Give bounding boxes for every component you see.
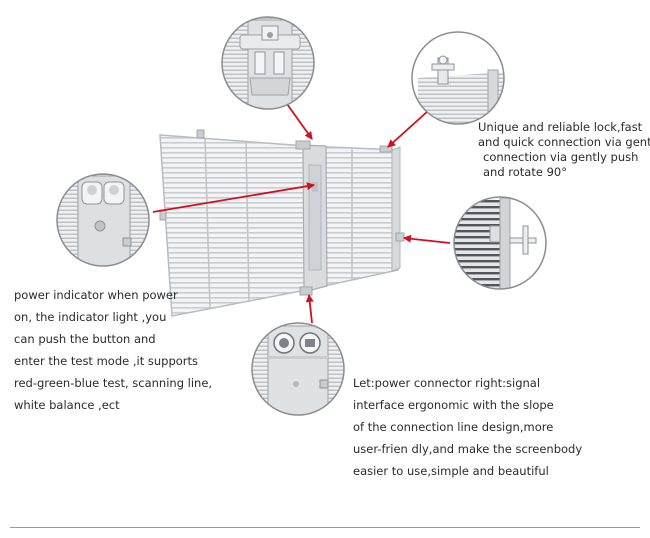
power-description-line: red-green-blue test, scanning line, [14,376,213,390]
arrow-handle [403,234,451,244]
power-description-line: on, the indicator light ,you [14,310,167,324]
callout-arrows [152,103,451,324]
clamp-detail-icon [221,16,315,110]
lock-description-line: and rotate 90° [483,165,567,179]
connector-detail-icon [251,322,345,416]
lock-description: Unique and reliable lock,fast and quick … [478,120,650,180]
lock-description-line: and quick connection via gently [478,135,650,149]
control-box [302,144,328,293]
arrow-connector [305,294,314,324]
power-indicator-description: power indicator when power on, the indic… [14,284,212,416]
indicator-detail-icon [56,173,150,267]
arrow-lock [387,110,429,148]
bottom-divider [10,527,640,528]
connector-description-line: of the connection line design,more [353,420,554,434]
arrow-clamp [286,103,313,140]
connector-description: Let:power connector right:signal interfa… [353,372,582,482]
arrow-indicator [152,182,315,213]
connector-description-line: interface ergonomic with the slope [353,398,554,412]
power-description-line: white balance ,ect [14,398,120,412]
connector-description-line: Let:power connector right:signal [353,376,541,390]
power-description-line: power indicator when power [14,288,178,302]
connector-description-line: easier to use,simple and beautiful [353,464,549,478]
connector-description-line: user-frien dly,and make the screenbody [353,442,583,456]
led-panel [159,129,405,317]
power-description-line: enter the test mode ,it supports [14,354,199,368]
power-description-line: can push the button and [14,332,156,346]
lock-detail-icon [411,31,505,125]
lock-description-line: Unique and reliable lock,fast [478,120,643,134]
handle-detail-icon [453,196,547,290]
lock-description-line: connection via gently push [483,150,639,164]
